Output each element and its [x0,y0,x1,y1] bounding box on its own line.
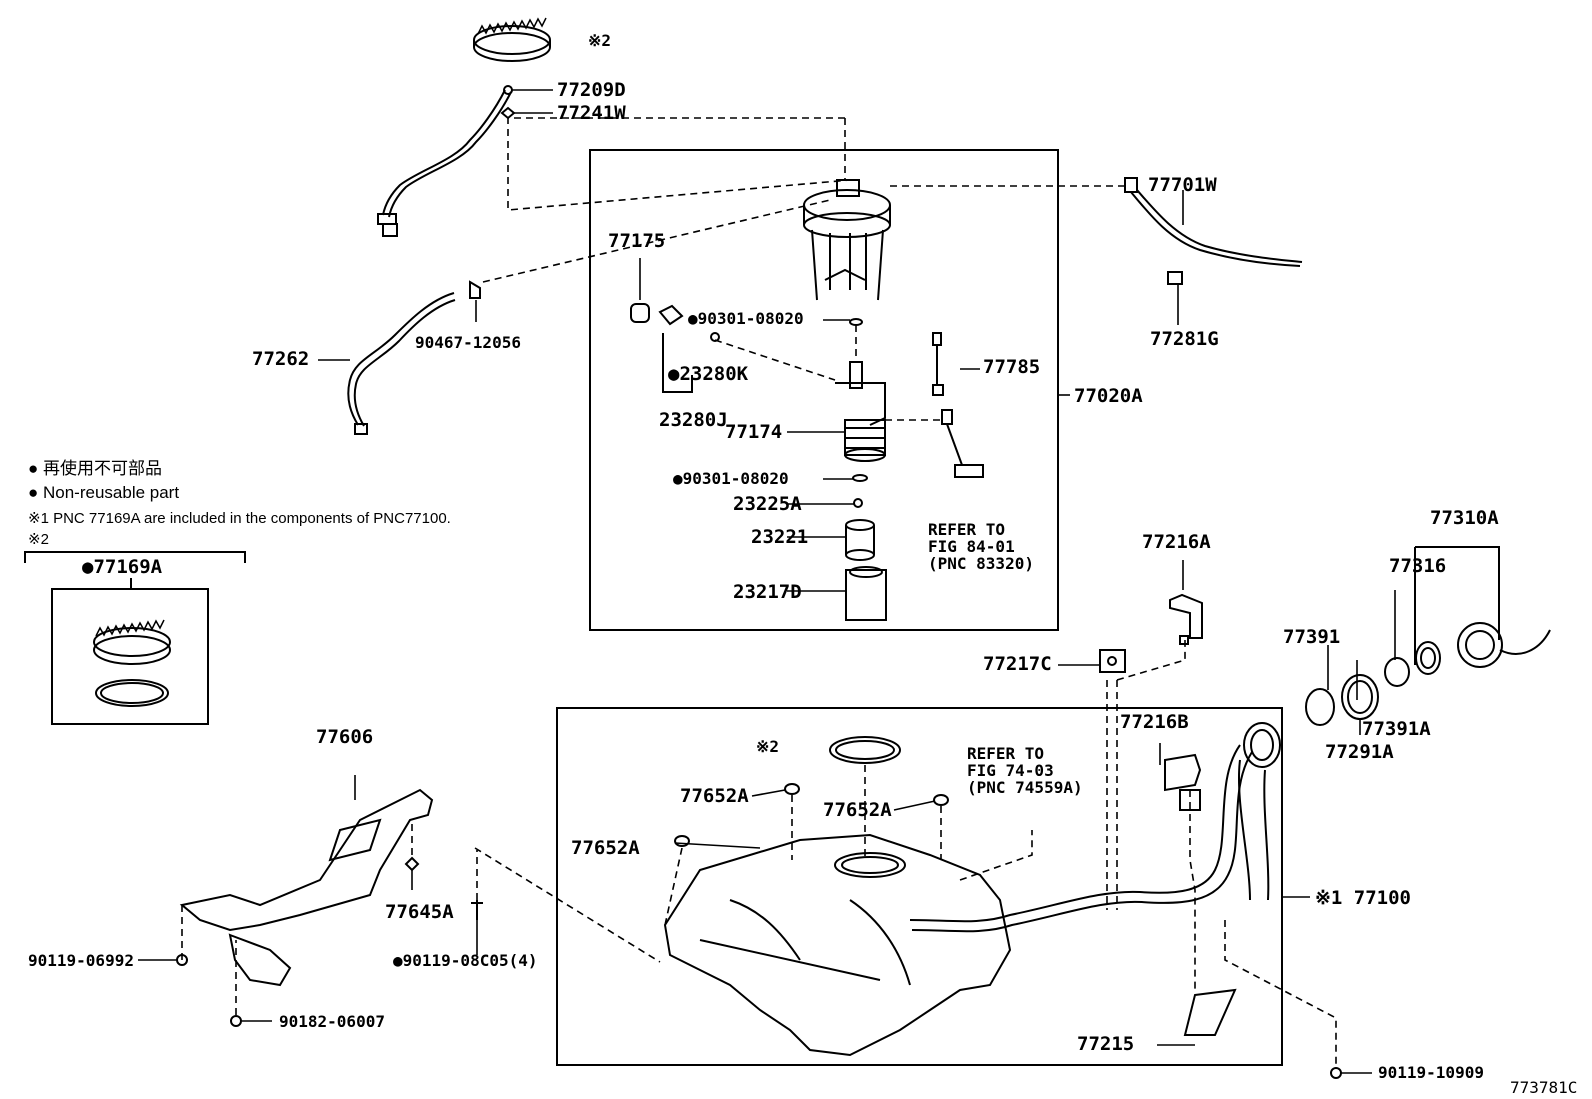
label-77241W: 77241W [557,102,626,124]
label-77652A-left: 77652A [680,785,749,807]
label-90301-08020-upper: ●90301-08020 [688,309,804,328]
label-77217C: 77217C [983,653,1052,675]
label-77701W: 77701W [1148,174,1217,196]
label-77100: ※1 77100 [1315,887,1411,909]
label-23221: 23221 [751,526,809,548]
breather-hose-icon [347,280,481,435]
label-77175: 77175 [608,230,666,252]
label-90119-06992: 90119-06992 [28,951,134,970]
label-77652A-right: 77652A [823,799,892,821]
return-hose-icon [1124,177,1303,285]
fuel-pump-flange-icon [803,179,891,301]
legend-note-2: ※2 [28,531,49,548]
vent-hose-icon [377,85,516,237]
diagram-code: 773781C [1510,1078,1578,1097]
ref-fig-74-03: REFER TO FIG 74-03 (PNC 74559A) [967,744,1083,797]
label-77281G: 77281G [1150,328,1219,350]
label-77391: 77391 [1283,626,1341,648]
fuel-sender-icon [932,332,984,478]
fuel-cap-icon [1305,622,1551,726]
tank-protector-icon [179,788,434,987]
label-77606: 77606 [316,726,374,748]
label-77652A-lower: 77652A [571,837,640,859]
label-90119-08C05: ●90119-08C05(4) [393,951,538,970]
lock-ring-icon [473,17,551,62]
cap-assembly-bracket [1415,546,1500,640]
label-77262: 77262 [252,348,310,370]
label-90467-12056: 90467-12056 [415,333,521,352]
label-23280K: ●23280K [668,363,749,385]
label-90119-10909: 90119-10909 [1378,1063,1484,1082]
label-77291A: 77291A [1325,741,1394,763]
label-seal-note: ※2 [756,737,780,756]
filter-bracket [662,333,693,393]
label-77209D: 77209D [557,79,626,101]
filler-clamp-icon [1099,593,1203,673]
label-77215: 77215 [1077,1033,1135,1055]
solid-leaders [138,89,1396,1074]
label-90182-06007: 90182-06007 [279,1012,385,1031]
dashed-leaders [181,117,1337,1065]
label-23217D: 23217D [733,581,802,603]
legend-non-reusable-en: ● Non-reusable part [28,483,180,502]
label-77169A: ●77169A [82,556,163,578]
label-77785: 77785 [983,356,1041,378]
pump-filter-icon [845,519,887,621]
fuel-pump-assembly-frame [589,149,1059,631]
label-77020A: 77020A [1074,385,1143,407]
label-77174: 77174 [725,421,783,443]
label-90301-08020-lower: ●90301-08020 [673,469,789,488]
seal-kit-icon [93,619,171,707]
ref-fig-84-01: REFER TO FIG 84-01 (PNC 83320) [928,520,1034,573]
fasteners-icon [176,736,1342,1079]
fuel-tank-icon [663,833,1012,1057]
fuel-tank-assembly-frame [556,707,1283,1066]
label-77316: 77316 [1389,555,1447,577]
seal-kit-bracket [24,551,246,563]
label-77310A: 77310A [1430,507,1499,529]
legend-non-reusable-jp: ● 再使用不可部品 [28,459,162,478]
label-77391A: 77391A [1362,718,1431,740]
legend-note-1: ※1 PNC 77169A are included in the compon… [28,510,451,527]
label-ring-note: ※2 [588,31,612,50]
label-23225A: 23225A [733,493,802,515]
label-77216B: 77216B [1120,711,1189,733]
label-77645A: 77645A [385,901,454,923]
label-23280J: 23280J [659,409,728,431]
filler-pipe-icon [909,722,1281,933]
pipe-brackets-icon [1164,753,1237,1036]
label-77216A: 77216A [1142,531,1211,553]
fuel-pump-body-icon [835,361,886,508]
